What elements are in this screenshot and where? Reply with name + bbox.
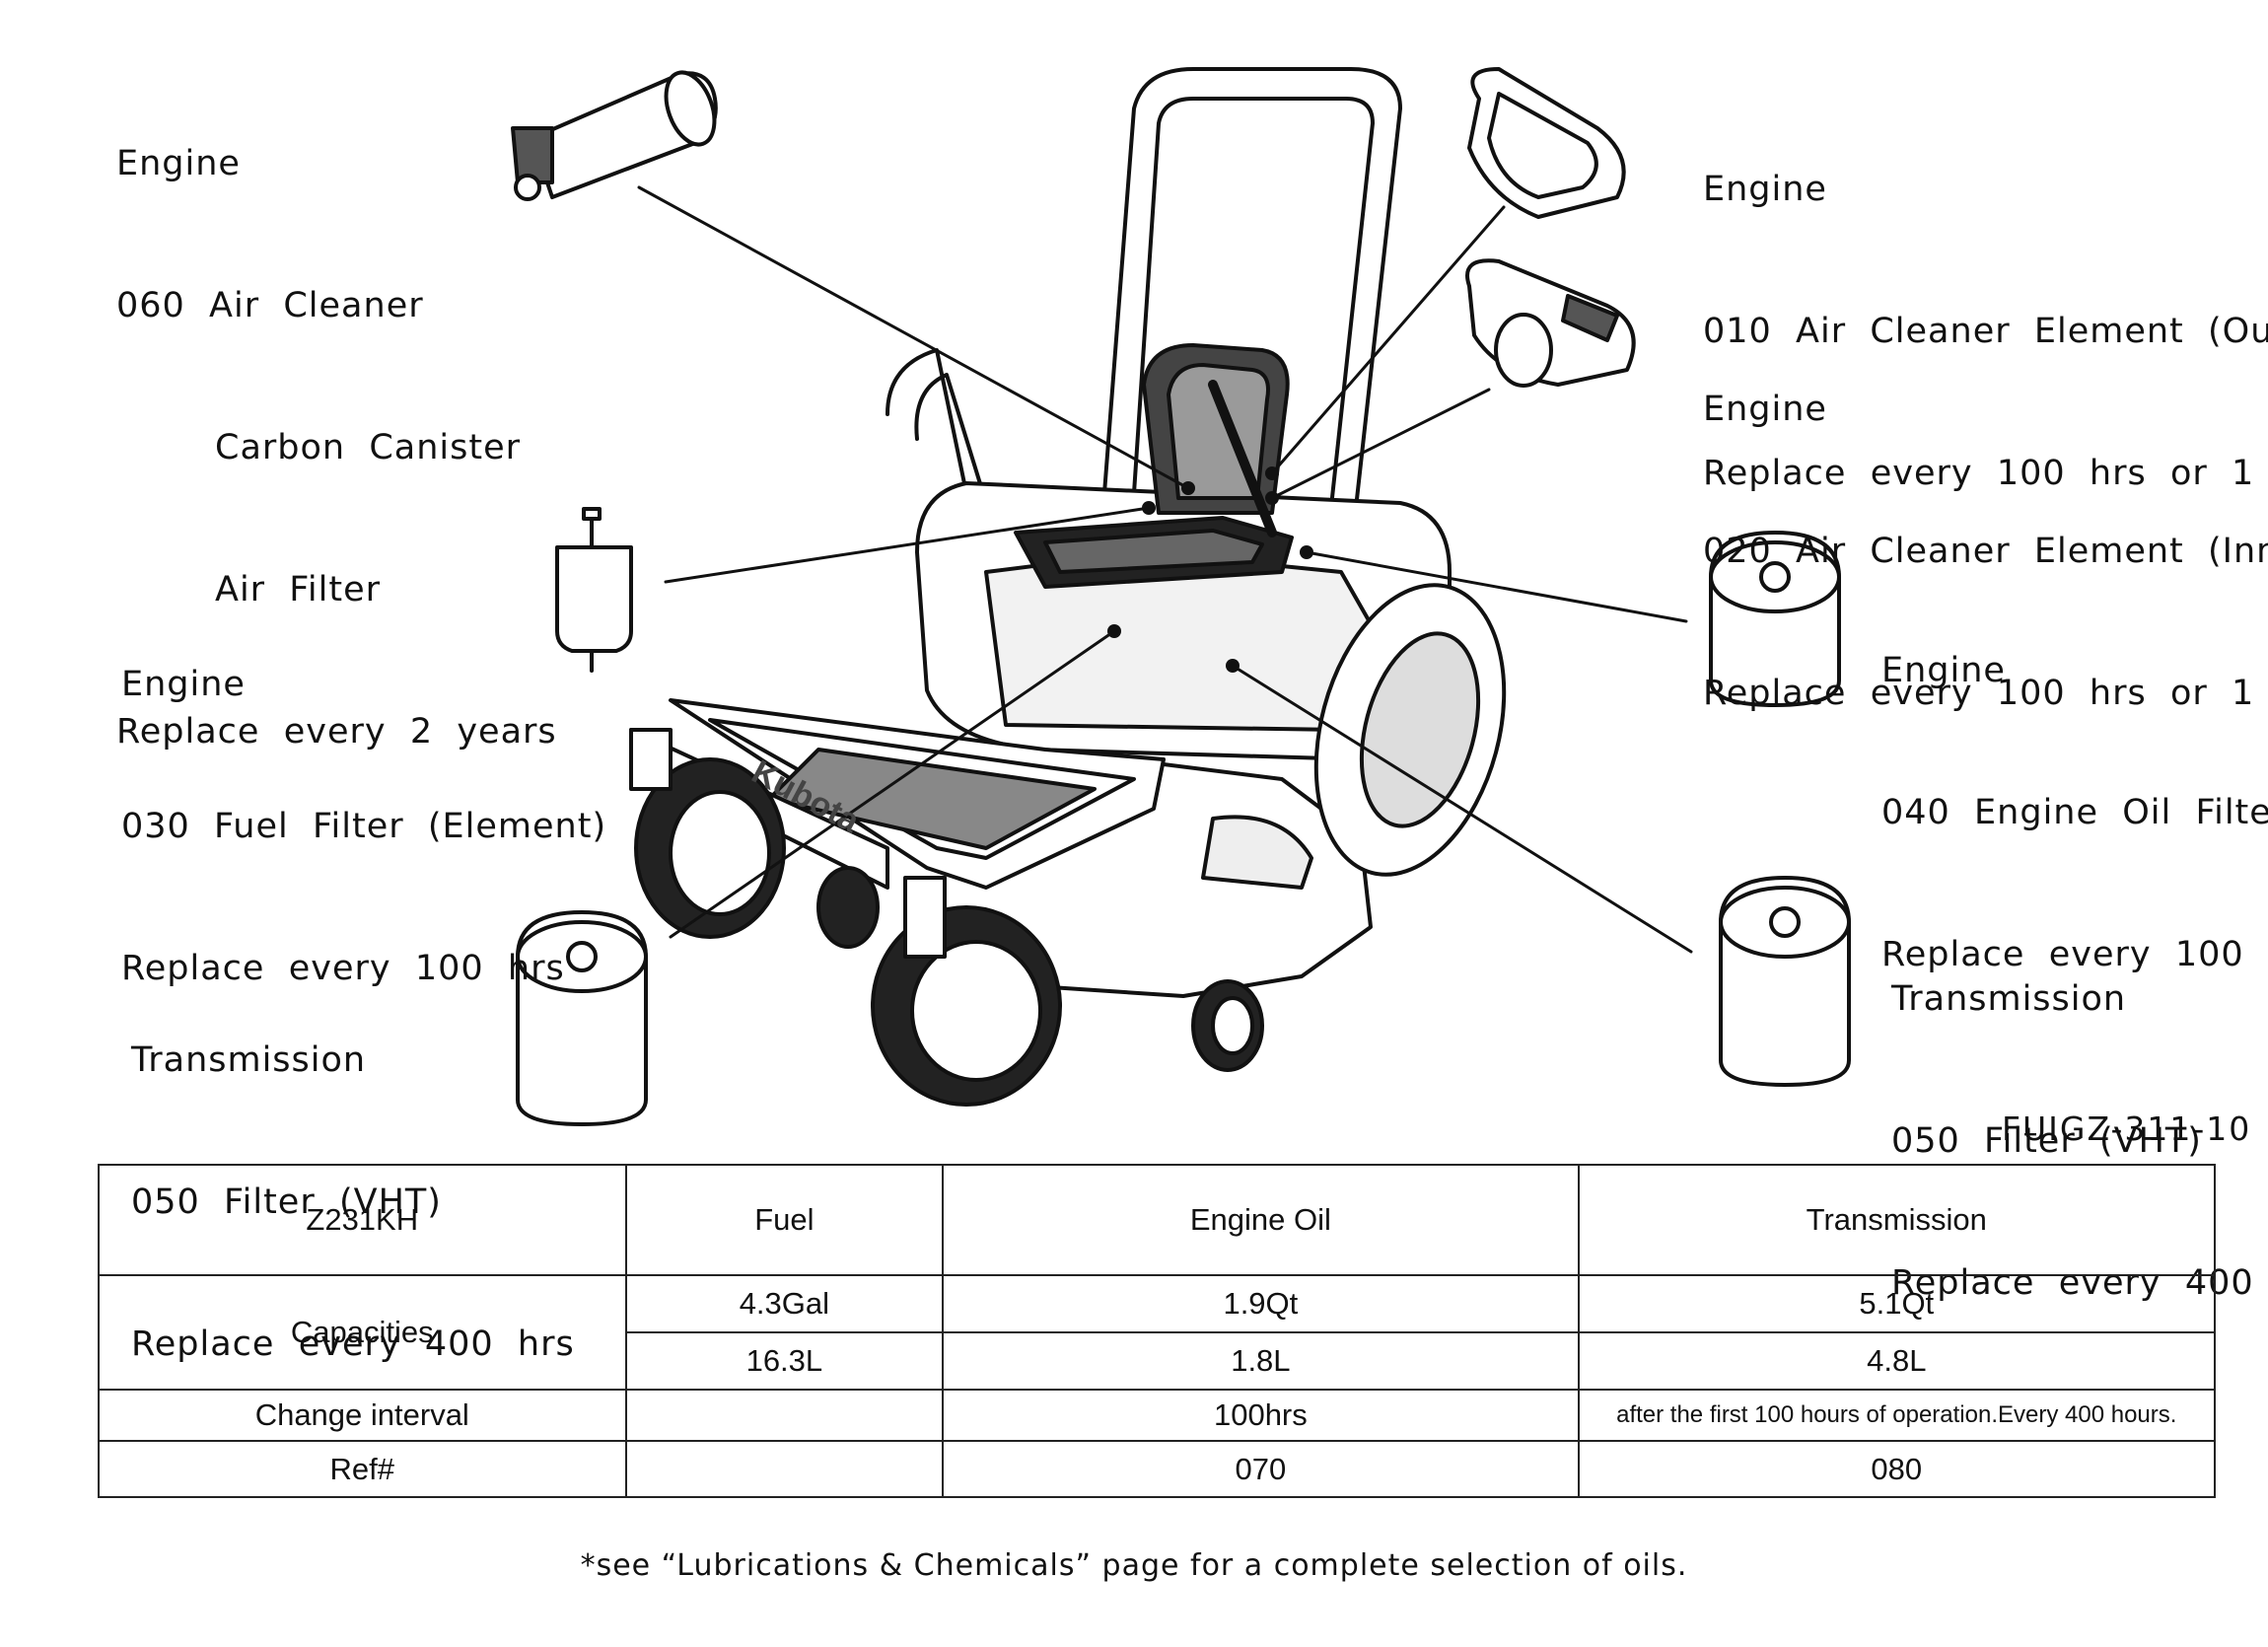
table-cell: 100hrs bbox=[942, 1389, 1580, 1442]
capacities-label: Capacities bbox=[98, 1274, 627, 1391]
table-cell: 5.1Qt bbox=[1577, 1274, 2217, 1333]
callout-part: 060 Air Cleaner bbox=[116, 286, 424, 325]
callout-030-fuel-filter: Engine 030 Fuel Filter (Element) Replace… bbox=[121, 566, 606, 1039]
callout-interval: Replace every 100 hrs or 1 year bbox=[1703, 674, 2255, 713]
callout-interval: Replace every 100 hrs bbox=[1881, 935, 2268, 974]
model-cell: Z231KH bbox=[98, 1164, 627, 1276]
table-cell: 1.8L bbox=[942, 1331, 1580, 1391]
carbon-canister-icon bbox=[511, 70, 718, 201]
callout-040-engine-oil-filter: Engine 040 Engine Oil Filter Replace eve… bbox=[1881, 552, 2268, 1026]
callout-part: 040 Engine Oil Filter bbox=[1881, 793, 2268, 832]
callout-subpart: Air Filter bbox=[215, 570, 381, 609]
header-engine-oil: Engine Oil bbox=[942, 1164, 1580, 1276]
header-transmission: Transmission bbox=[1577, 1164, 2217, 1276]
callout-category: Engine bbox=[121, 665, 246, 704]
table-cell: 4.8L bbox=[1577, 1331, 2217, 1391]
callout-category: Transmission bbox=[131, 1040, 367, 1080]
table-cell: 1.9Qt bbox=[942, 1274, 1580, 1333]
callout-part: 010 Air Cleaner Element (Outer) bbox=[1703, 312, 2268, 351]
table-cell: after the first 100 hours of operation.E… bbox=[1577, 1389, 2217, 1442]
footnote: *see “Lubrications & Chemicals” page for… bbox=[580, 1548, 1688, 1583]
table-cell: 080 bbox=[1577, 1440, 2217, 1498]
callout-010-air-cleaner-outer: Engine 010 Air Cleaner Element (Outer) R… bbox=[1703, 71, 2268, 544]
change-interval-label: Change interval bbox=[98, 1389, 627, 1442]
table-row: Change interval 100hrs after the first 1… bbox=[98, 1389, 2217, 1442]
table-cell: 4.3Gal bbox=[624, 1274, 945, 1333]
callout-interval: Replace every 100 hrs or 1 year bbox=[1703, 454, 2255, 493]
air-cleaner-inner-element-icon bbox=[1465, 258, 1636, 388]
callout-part: 030 Fuel Filter (Element) bbox=[121, 807, 607, 846]
callout-category: Engine bbox=[1703, 390, 1827, 429]
callout-part: 020 Air Cleaner Element (Inner) bbox=[1703, 532, 2268, 571]
table-row: 16.3L 1.8L 4.8L bbox=[99, 1331, 2217, 1391]
mower-parts-diagram: Kubota bbox=[511, 67, 1851, 1126]
callout-subpart: Carbon Canister bbox=[215, 428, 522, 467]
fuel-filter-icon bbox=[555, 507, 633, 673]
table-cell: 16.3L bbox=[624, 1331, 945, 1391]
figure-code: FUIGZ-311-10 bbox=[2002, 1110, 2252, 1148]
ref-label: Ref# bbox=[98, 1440, 627, 1498]
table-cell bbox=[624, 1440, 945, 1498]
callout-category: Engine bbox=[116, 144, 241, 183]
table-row: Ref# 070 080 bbox=[98, 1440, 2217, 1498]
callout-interval: Replace every 2 years bbox=[116, 712, 557, 752]
callout-category: Engine bbox=[1881, 651, 2006, 690]
callout-category: Engine bbox=[1703, 170, 1827, 209]
transmission-filter-left-icon bbox=[516, 910, 648, 1126]
callout-category: Transmission bbox=[1891, 979, 2127, 1019]
table-cell bbox=[624, 1389, 945, 1442]
mower-illustration bbox=[629, 67, 1507, 1107]
engine-oil-filter-icon bbox=[1709, 531, 1841, 707]
air-cleaner-outer-element-icon bbox=[1467, 67, 1626, 219]
transmission-filter-right-icon bbox=[1719, 876, 1851, 1087]
leader-lines bbox=[637, 185, 1693, 954]
capacities-table: Z231KH Fuel Engine Oil Transmission Capa… bbox=[98, 1164, 2217, 1498]
table-cell: 070 bbox=[942, 1440, 1580, 1498]
table-header-row: Z231KH Fuel Engine Oil Transmission bbox=[98, 1164, 2217, 1276]
callout-interval: Replace every 100 hrs bbox=[121, 949, 565, 988]
callout-060-air-cleaner: Engine 060 Air Cleaner Carbon Canister A… bbox=[116, 45, 557, 803]
leader-dots bbox=[1107, 466, 1313, 673]
table-row: Capacities 4.3Gal 1.9Qt 5.1Qt bbox=[98, 1274, 2217, 1391]
callout-part: 050 Filter (VHT) bbox=[1891, 1121, 2202, 1161]
header-fuel: Fuel bbox=[624, 1164, 945, 1276]
callout-020-air-cleaner-inner: Engine 020 Air Cleaner Element (Inner) R… bbox=[1703, 291, 2268, 764]
